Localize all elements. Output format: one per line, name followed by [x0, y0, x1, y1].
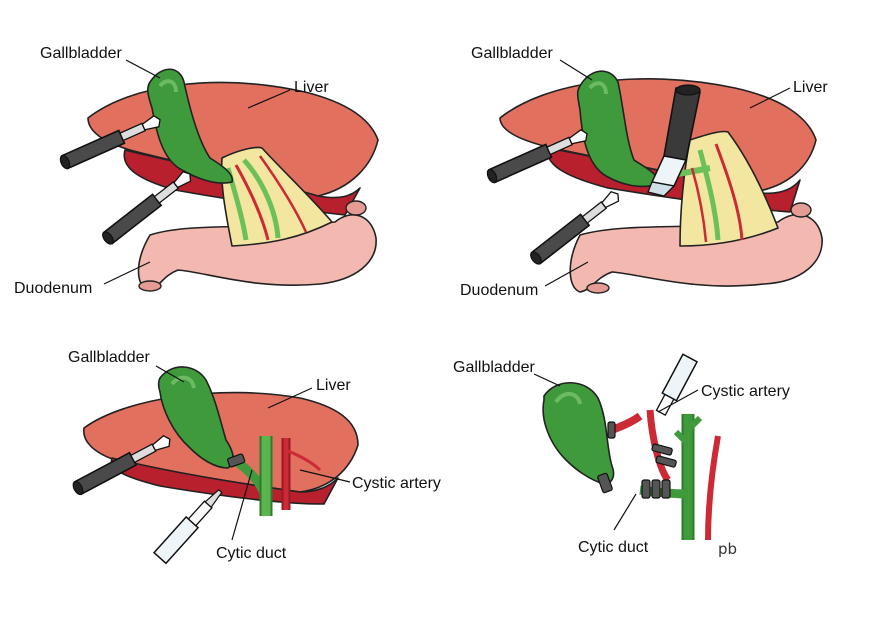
clip-applier-instrument: [655, 353, 699, 416]
surgical-clip: [641, 479, 651, 499]
label-duodenum: Duodenum: [14, 280, 92, 297]
fat-tissue: [220, 146, 333, 247]
gallbladder-shape: [542, 382, 615, 485]
hepatic-artery: [705, 435, 721, 541]
label-cystic-duct: Cytic duct: [216, 545, 287, 562]
surgical-clip: [597, 472, 613, 494]
label-gallbladder: Gallbladder: [471, 45, 554, 62]
label-gallbladder: Gallbladder: [40, 45, 123, 62]
surgical-clip: [227, 453, 246, 468]
surgical-clip: [661, 479, 671, 499]
artist-signature: pb: [718, 540, 737, 558]
panel-4: Gallbladder Cystic artery Cytic duct pb: [453, 353, 790, 558]
artery-stump: [610, 412, 643, 434]
label-gallbladder: Gallbladder: [68, 349, 151, 366]
gallbladder-shape: [157, 366, 234, 469]
panel-3: Gallbladder Liver Cystic artery Cytic du…: [68, 349, 441, 565]
gallbladder-shape: [147, 68, 234, 184]
panel-1: Gallbladder Liver Duodenum: [14, 45, 379, 297]
liver-underside: [110, 457, 339, 505]
surgical-clip: [607, 421, 616, 439]
clip-applier-instrument: [152, 488, 223, 565]
cystic-artery: [646, 409, 671, 483]
surgical-clip: [651, 479, 661, 499]
label-duodenum: Duodenum: [460, 282, 538, 299]
panel-2: Gallbladder Liver Duodenum: [460, 45, 828, 299]
label-cystic-duct: Cytic duct: [578, 539, 649, 556]
label-liver: Liver: [793, 79, 828, 96]
label-liver: Liver: [316, 377, 351, 394]
label-cystic-artery: Cystic artery: [701, 383, 790, 400]
label-cystic-artery: Cystic artery: [352, 475, 441, 492]
label-liver: Liver: [294, 79, 329, 96]
surgical-clip: [651, 443, 673, 456]
clip-applier-instrument: [647, 84, 701, 197]
label-gallbladder: Gallbladder: [453, 359, 536, 376]
surgical-clip: [655, 455, 677, 468]
